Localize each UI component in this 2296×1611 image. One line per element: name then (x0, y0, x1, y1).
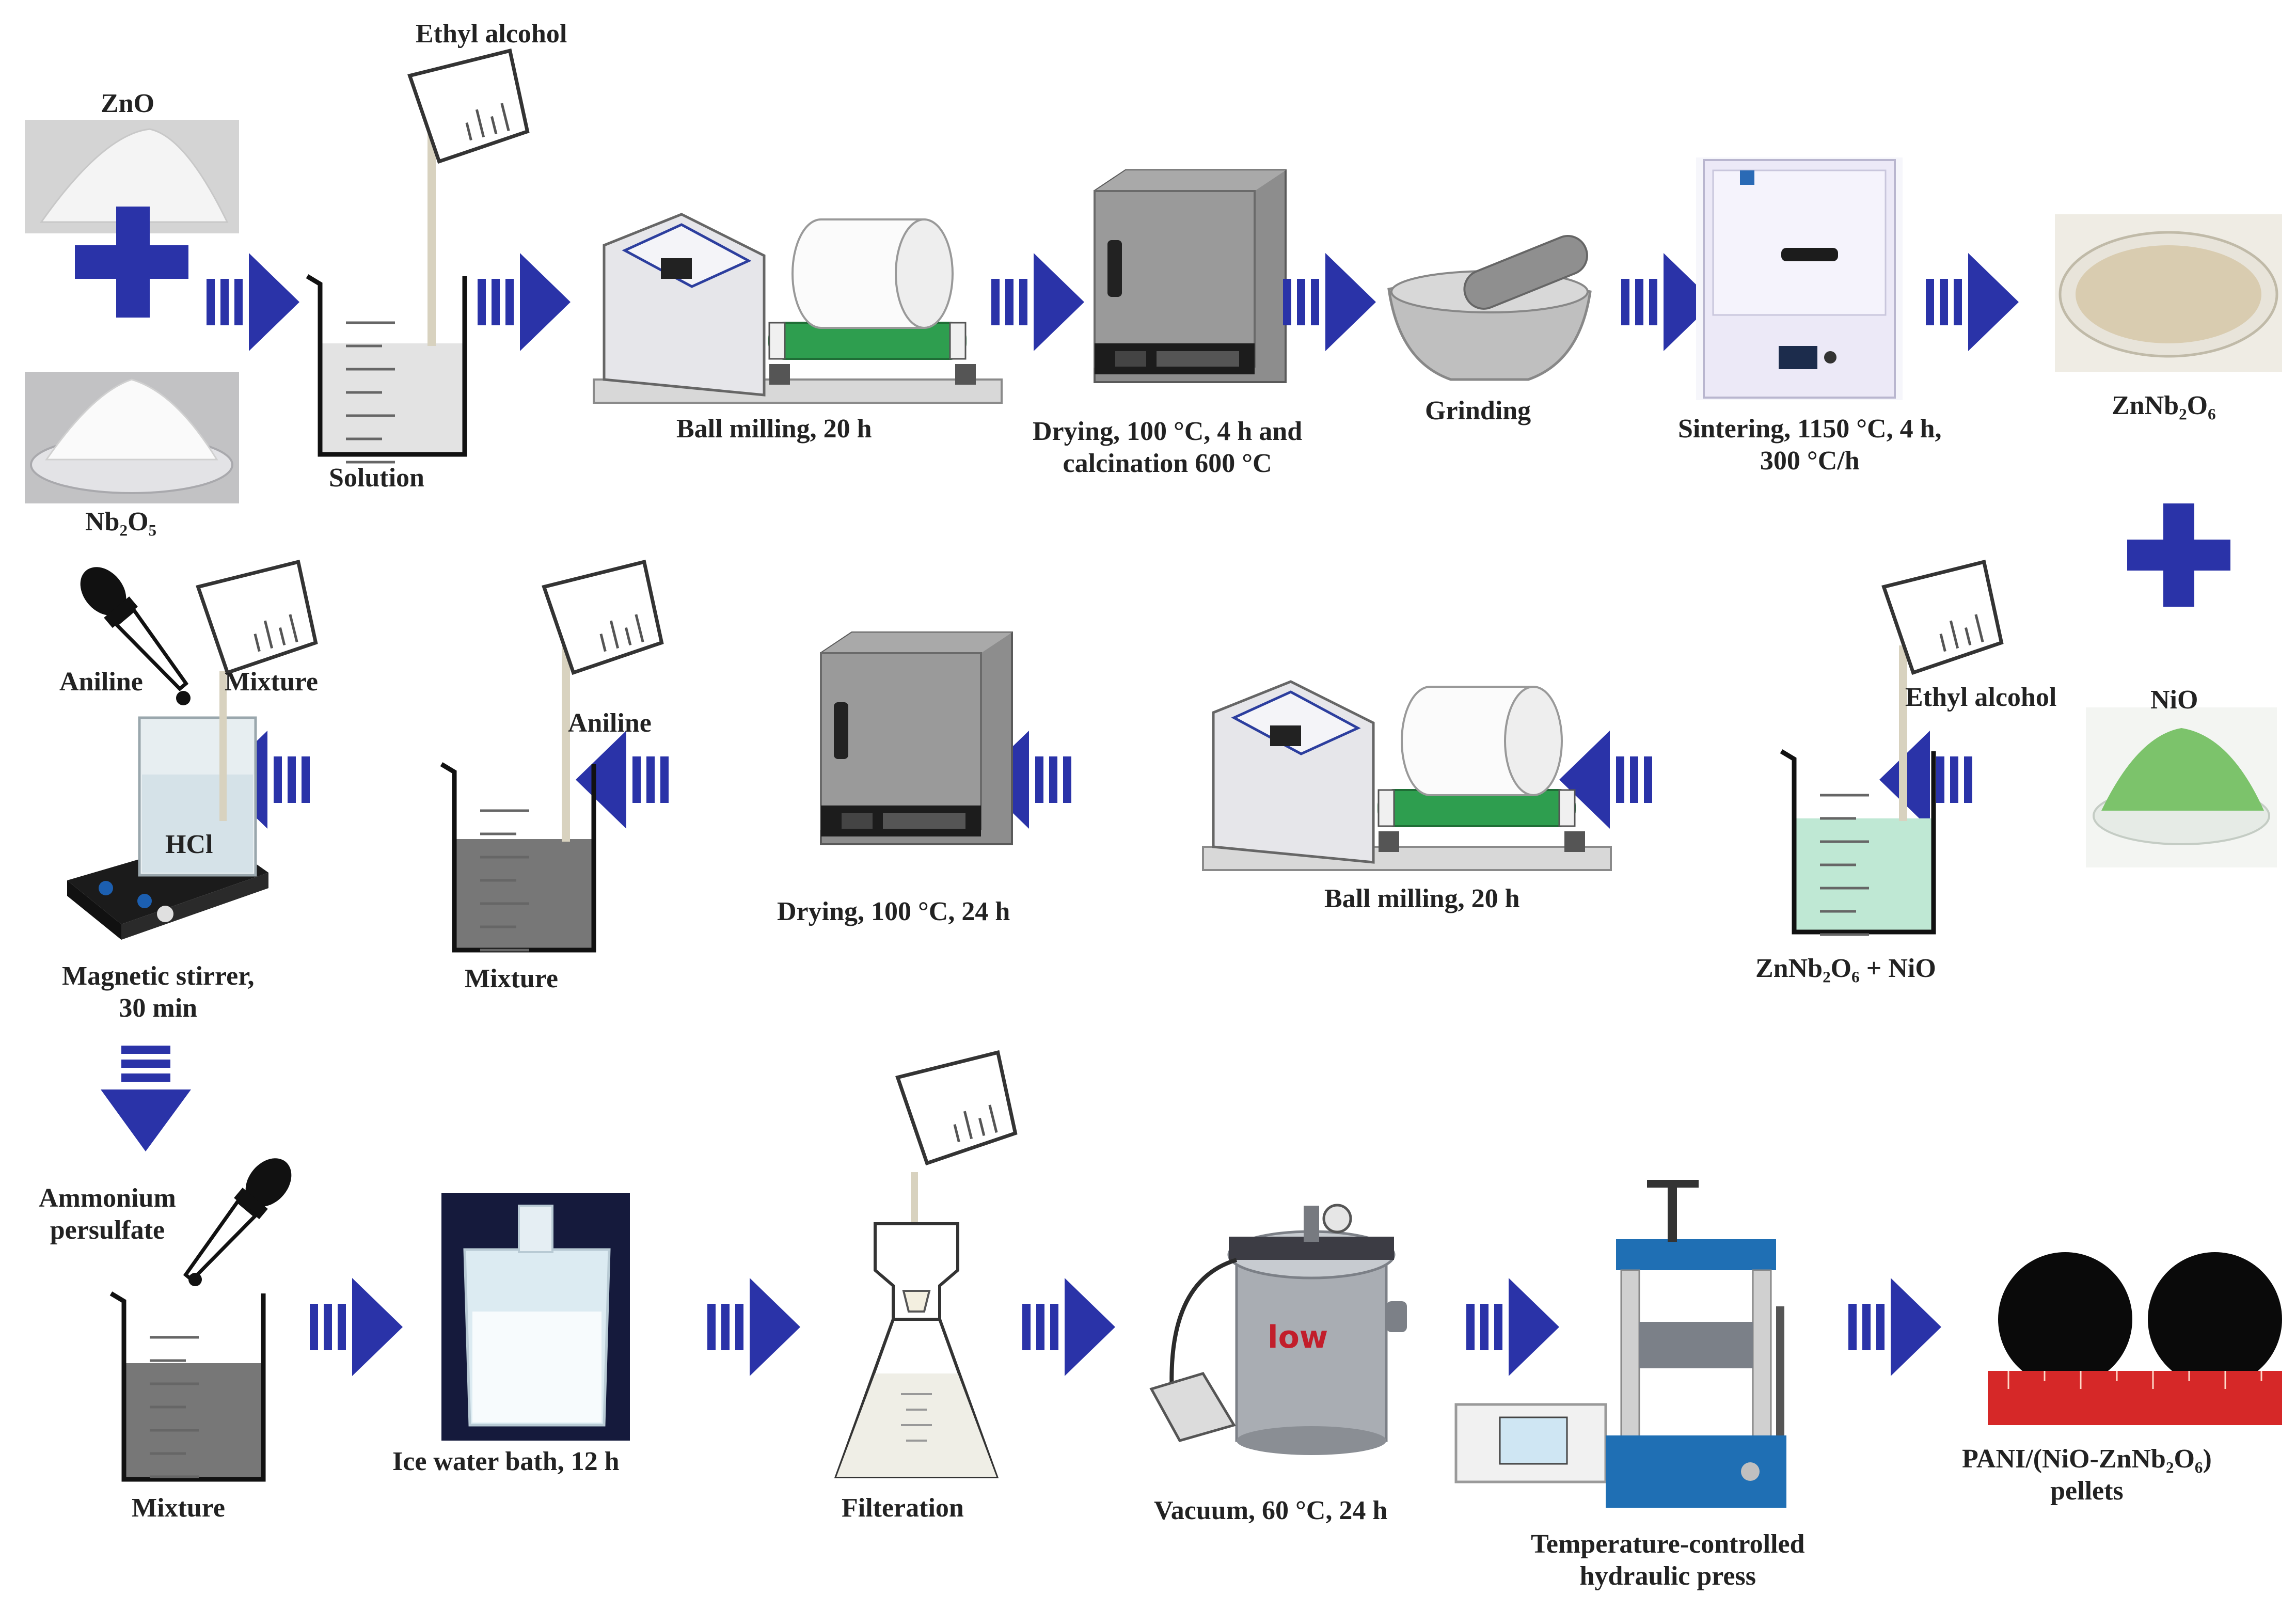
triple-arrow-icon (1466, 1278, 1559, 1376)
solution-beaker-icon (306, 124, 467, 462)
znnb2o6-powder-image (2055, 214, 2282, 372)
plus-icon (2127, 503, 2230, 607)
label-sintering: Sintering, 1150 °C, 4 h, 300 °C/h (1678, 413, 1942, 478)
label-ammonium-persulfate: Ammonium persulfate (39, 1182, 176, 1247)
label-hcl: HCl (165, 830, 213, 859)
label-nb2o5: Nb₂O₅ (85, 507, 157, 536)
ball-mill-icon (1203, 682, 1611, 870)
label-mixture-3: Mixture (132, 1493, 225, 1523)
label-pellets: PANI/(NiO-ZnNb₂O₆) pellets (1962, 1443, 2212, 1508)
triple-arrow-icon (310, 1278, 403, 1376)
drop-icon (188, 1273, 202, 1286)
triple-arrow-icon (576, 731, 669, 829)
dropper-icon (174, 1149, 301, 1290)
triple-arrow-icon (207, 253, 299, 351)
label-ethyl-alcohol: Ethyl alcohol (416, 19, 567, 49)
label-pellets-line2: pellets (2050, 1476, 2124, 1506)
label-stirrer-line2: 30 min (119, 993, 198, 1023)
plus-icon (75, 207, 188, 318)
triple-arrow-icon (991, 253, 1084, 351)
label-drying-calcination: Drying, 100 °C, 4 h and calcination 600 … (1033, 416, 1302, 480)
label-drying-2: Drying, 100 °C, 24 h (777, 897, 1010, 926)
label-filtration: Filteration (842, 1493, 964, 1523)
mixture-beaker-icon (109, 1291, 266, 1482)
mortar-pestle-icon (1387, 235, 1592, 381)
label-magnetic-stirrer: Magnetic stirrer, 30 min (62, 960, 255, 1025)
label-znnb2o6: ZnNb₂O₆ (2112, 391, 2216, 420)
triple-arrow-icon (1926, 253, 2019, 351)
svg-text:low: low (1268, 1319, 1328, 1355)
label-drying-line2: calcination 600 °C (1063, 449, 1272, 479)
label-pellets-line1: PANI/(NiO-ZnNb₂O₆) (1962, 1444, 2212, 1474)
hydraulic-press-icon (1454, 1180, 1786, 1508)
label-ammonium-line2: persulfate (50, 1215, 165, 1245)
pouring-beaker-icon (898, 1052, 1020, 1165)
label-mixture-pour: Mixture (225, 667, 318, 697)
label-sintering-line1: Sintering, 1150 °C, 4 h, (1678, 414, 1942, 444)
label-drying-line1: Drying, 100 °C, 4 h and (1033, 417, 1303, 446)
label-hydraulic-press: Temperature-controlled hydraulic press (1531, 1528, 1805, 1593)
drying-oven-icon (1094, 169, 1287, 383)
label-stirrer-line1: Magnetic stirrer, (62, 961, 255, 991)
pellets-icon (1988, 1242, 2282, 1425)
label-press-line1: Temperature-controlled (1531, 1529, 1805, 1559)
label-znnb2o6-nio: ZnNb₂O₆ + NiO (1755, 954, 1936, 983)
triple-arrow-icon (1879, 731, 1972, 829)
znnb2o6-nio-beaker-icon (1780, 645, 1936, 935)
ball-mill-icon (594, 214, 1002, 403)
label-aniline-pour: Aniline (568, 708, 652, 738)
vacuum-chamber-icon: low (1149, 1204, 1407, 1455)
label-ethyl-alcohol-2: Ethyl alcohol (1905, 683, 2057, 712)
triple-arrow-icon (478, 253, 571, 351)
label-ball-milling-2: Ball milling, 20 h (1324, 884, 1520, 913)
magnetic-stirrer-icon (67, 671, 268, 940)
furnace-icon (1696, 157, 1903, 400)
triple-arrow-icon (1022, 1278, 1115, 1376)
label-aniline-drop: Aniline (59, 667, 143, 697)
label-ball-milling: Ball milling, 20 h (676, 414, 872, 444)
label-sintering-line2: 300 °C/h (1760, 446, 1860, 476)
label-ammonium-line1: Ammonium (39, 1183, 176, 1213)
label-zno: ZnO (101, 89, 155, 118)
label-nio: NiO (2150, 685, 2198, 715)
drying-oven-icon (820, 631, 1013, 845)
label-grinding: Grinding (1425, 396, 1531, 425)
mixture-beaker-icon (440, 640, 596, 953)
triple-arrow-icon (1848, 1278, 1941, 1376)
triple-arrow-icon (1283, 253, 1376, 351)
ice-bath-icon (441, 1193, 630, 1441)
label-ice-bath: Ice water bath, 12 h (392, 1447, 620, 1476)
triple-arrow-icon (707, 1278, 800, 1376)
nb2o5-powder-image (25, 372, 239, 503)
label-solution: Solution (329, 463, 424, 493)
label-vacuum: Vacuum, 60 °C, 24 h (1154, 1496, 1388, 1525)
label-mixture-2: Mixture (465, 964, 558, 993)
down-arrow-icon (101, 1046, 191, 1151)
nio-powder-image (2086, 707, 2277, 867)
filter-flask-icon (834, 1172, 999, 1478)
pouring-beaker-icon (198, 562, 320, 674)
drop-icon (176, 691, 191, 705)
label-press-line2: hydraulic press (1579, 1561, 1756, 1591)
